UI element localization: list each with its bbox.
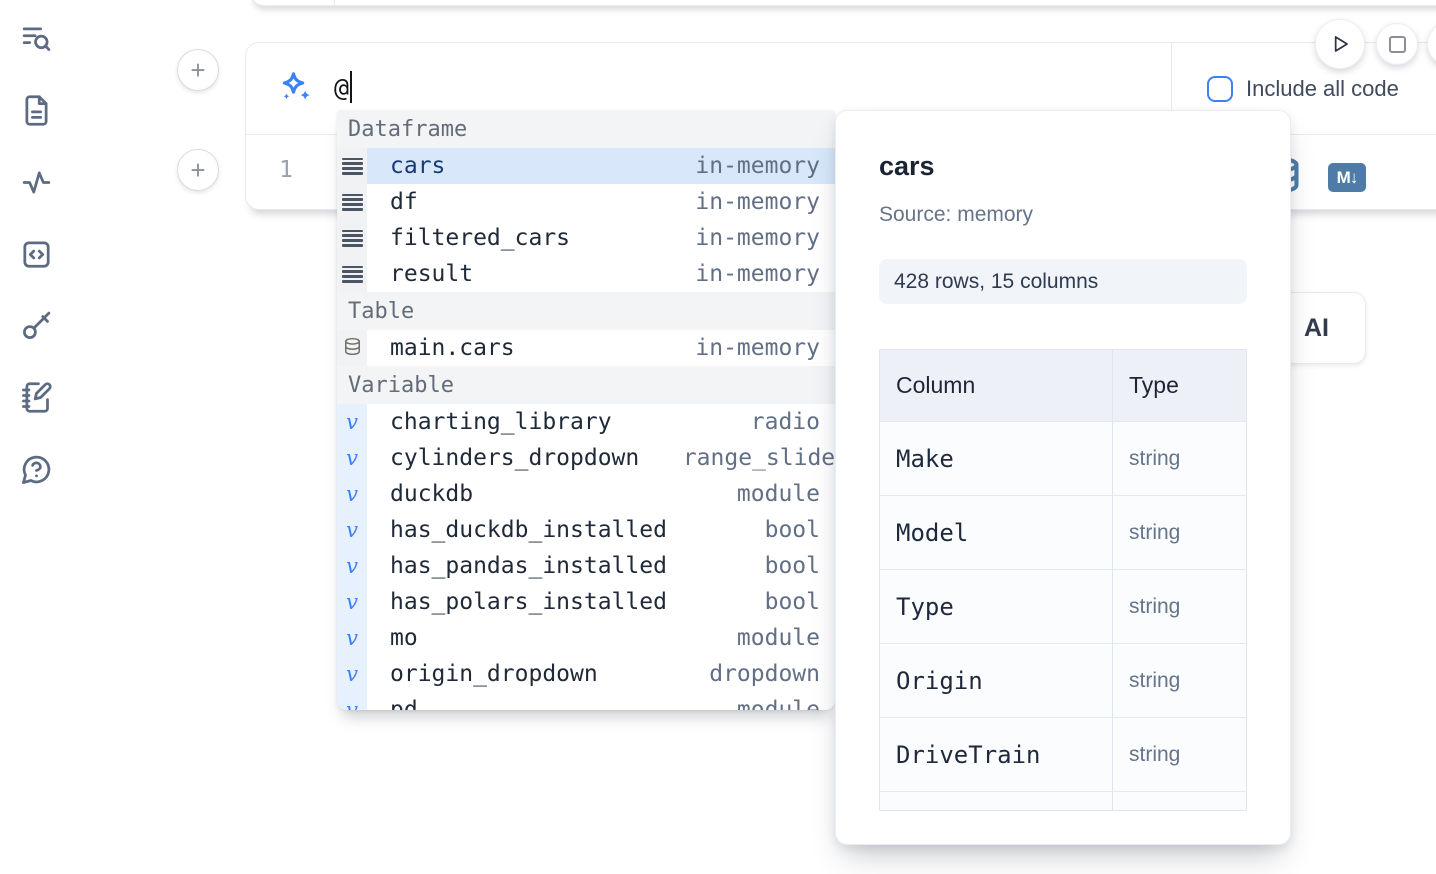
schema-row [880, 792, 1246, 810]
divider [1171, 43, 1172, 134]
item-type: module [736, 625, 820, 651]
item-name: pd [390, 697, 418, 710]
autocomplete-item[interactable]: v has_duckdb_installed bool [337, 512, 835, 548]
variable-icon: v [346, 409, 358, 434]
variable-icon: v [346, 589, 358, 614]
autocomplete-item[interactable]: v cylinders_dropdown range_slider [337, 440, 835, 476]
autocomplete-section-header: Table [337, 292, 835, 330]
autocomplete-item[interactable]: v has_polars_installed bool [337, 584, 835, 620]
preview-shape-badge: 428 rows, 15 columns [879, 259, 1247, 304]
dataframe-icon [341, 229, 363, 247]
variable-icon: v [346, 481, 358, 506]
autocomplete-item[interactable]: v mo module [337, 620, 835, 656]
item-type: module [736, 697, 820, 710]
item-type: bool [764, 589, 820, 615]
activity-icon[interactable] [20, 166, 53, 199]
item-name: main.cars [390, 335, 515, 361]
item-name: cars [390, 153, 446, 179]
item-type: dropdown [709, 661, 820, 687]
variable-icon: v [346, 553, 358, 578]
variable-icon: v [346, 661, 358, 686]
help-chat-icon[interactable] [20, 453, 53, 486]
item-name: result [390, 261, 474, 287]
left-sidebar [0, 0, 80, 874]
item-type: in-memory [695, 335, 820, 361]
add-cell-above-button[interactable]: + [177, 49, 219, 91]
autocomplete-item[interactable]: v pd module [337, 692, 835, 710]
code-square-icon[interactable] [20, 238, 53, 271]
variable-icon: v [346, 445, 358, 470]
autocomplete-section-header: Dataframe [337, 110, 835, 148]
item-name: df [390, 189, 418, 215]
markdown-icon[interactable]: M↓ [1328, 163, 1366, 192]
item-name: mo [390, 625, 418, 651]
play-icon [1334, 36, 1348, 52]
line-number: 1 [279, 157, 293, 183]
autocomplete-item[interactable]: result in-memory [337, 256, 835, 292]
item-type: in-memory [695, 261, 820, 287]
autocomplete-item[interactable]: v charting_library radio [337, 404, 835, 440]
item-name: cylinders_dropdown [390, 445, 640, 471]
autocomplete-item[interactable]: df in-memory [337, 184, 835, 220]
autocomplete-item[interactable]: main.cars in-memory [337, 330, 835, 366]
item-name: filtered_cars [390, 225, 571, 251]
ai-prompt-input[interactable]: @ [334, 71, 353, 103]
autocomplete-item[interactable]: v duckdb module [337, 476, 835, 512]
item-name: duckdb [390, 481, 474, 507]
dataframe-icon [341, 193, 363, 211]
text-cursor [350, 71, 353, 103]
item-name: origin_dropdown [390, 661, 598, 687]
include-all-code-label: Include all code [1246, 75, 1399, 101]
preview-source: Source: memory [879, 203, 1034, 226]
stop-button[interactable] [1376, 23, 1418, 65]
autocomplete-item[interactable]: v origin_dropdown dropdown [337, 656, 835, 692]
notebook-pen-icon[interactable] [20, 381, 53, 414]
dataframe-preview-panel: cars Source: memory 428 rows, 15 columns… [835, 110, 1291, 845]
item-type: module [736, 481, 820, 507]
previous-cell-edge [250, 0, 1436, 6]
autocomplete-item[interactable]: v has_pandas_installed bool [337, 548, 835, 584]
autocomplete-section-header: Variable [337, 366, 835, 404]
ai-prompt-row[interactable]: @ Include all code [246, 43, 1436, 134]
item-type: in-memory [695, 189, 820, 215]
list-search-icon[interactable] [20, 22, 53, 55]
item-type: bool [764, 553, 820, 579]
add-cell-below-button[interactable]: + [177, 149, 219, 191]
autocomplete-item[interactable]: cars in-memory [337, 148, 835, 184]
sparkles-icon [269, 60, 323, 116]
variable-icon: v [346, 697, 358, 710]
dataframe-icon [341, 265, 363, 283]
item-type: range_slider [682, 445, 835, 471]
item-type: in-memory [695, 225, 820, 251]
variable-icon: v [346, 517, 358, 542]
include-all-code-checkbox[interactable] [1207, 75, 1233, 102]
autocomplete-item[interactable]: filtered_cars in-memory [337, 220, 835, 256]
variable-icon: v [346, 625, 358, 650]
item-type: in-memory [695, 153, 820, 179]
item-name: has_polars_installed [390, 589, 667, 615]
item-name: has_duckdb_installed [390, 517, 667, 543]
item-name: has_pandas_installed [390, 553, 667, 579]
file-text-icon[interactable] [20, 94, 53, 127]
table-db-icon [343, 336, 362, 361]
run-cell-button[interactable] [1315, 19, 1365, 69]
dataframe-icon [341, 157, 363, 175]
stop-icon [1388, 35, 1406, 53]
preview-title: cars [879, 151, 935, 181]
key-icon[interactable] [20, 309, 53, 342]
item-type: radio [750, 409, 820, 435]
item-type: bool [764, 517, 820, 543]
item-name: charting_library [390, 409, 612, 435]
